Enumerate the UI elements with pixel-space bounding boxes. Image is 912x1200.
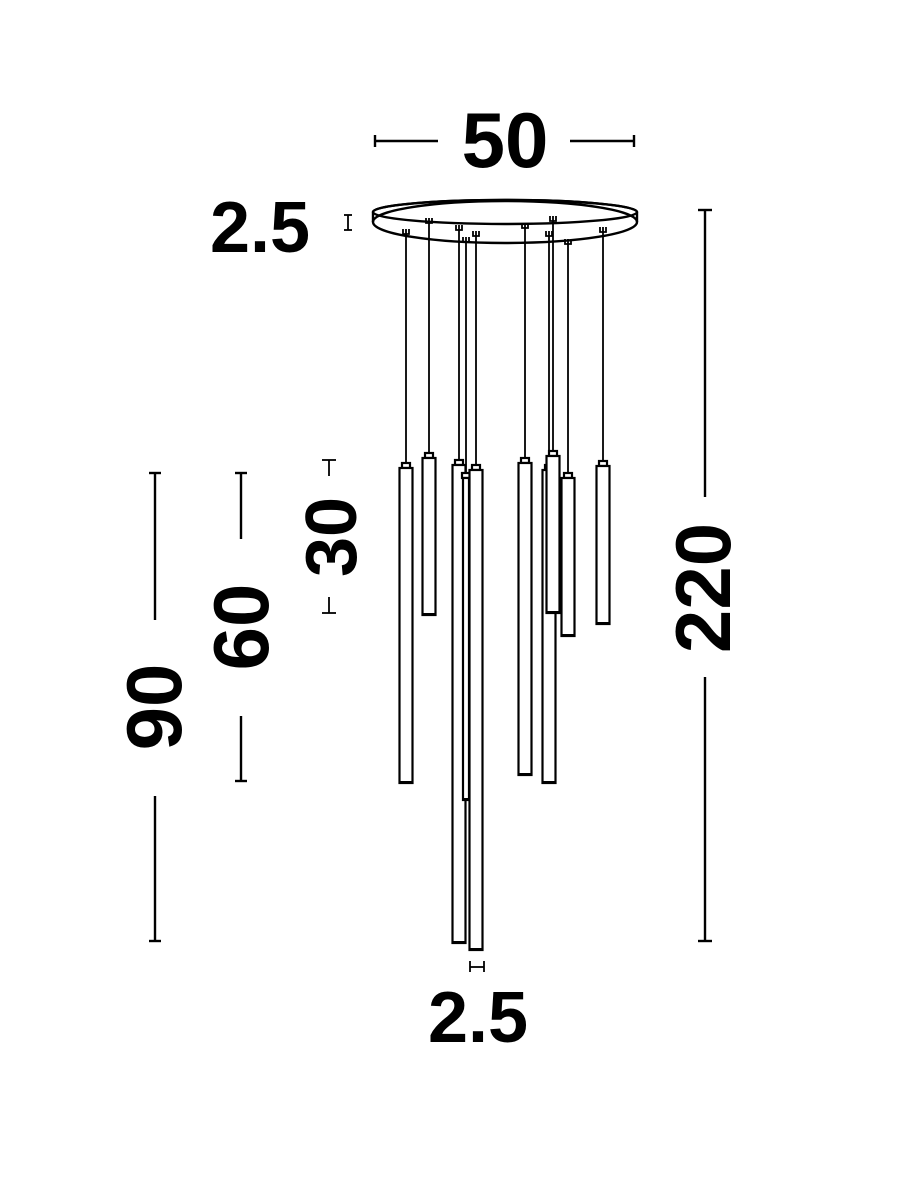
tube-end [452, 941, 466, 944]
tube-end [422, 613, 436, 616]
pendant-2 [421, 218, 437, 617]
pendant-1 [398, 229, 414, 785]
light-tube [560, 476, 576, 638]
light-tube [517, 461, 533, 777]
light-tube [595, 464, 611, 626]
light-tube [461, 476, 471, 802]
tube-diameter-dimension: 2.5 [428, 961, 528, 1058]
canopy-height-label: 2.5 [210, 188, 310, 268]
tube-end [469, 948, 483, 951]
mount-icon [564, 239, 572, 245]
tube-length-90-dimension: 90 [110, 471, 198, 943]
mount-icon [521, 223, 529, 229]
tube-length-30-dimension: 30 [292, 459, 372, 614]
mount-icon [545, 231, 553, 237]
mount-icon [402, 229, 410, 235]
pendant-6 [517, 223, 533, 777]
tube-length-30-label: 30 [292, 497, 372, 577]
tube-end [463, 798, 469, 801]
pendant-8 [545, 216, 561, 615]
pendant-10 [595, 227, 611, 626]
tube-end [596, 622, 610, 625]
tube-length-60-dimension: 60 [197, 471, 285, 783]
total-height-label: 220 [659, 523, 747, 653]
light-tube [421, 456, 437, 617]
total-height-dimension: 220 [659, 208, 747, 943]
pendant-5 [468, 231, 484, 952]
pendant-9 [560, 239, 576, 638]
pendant-group [398, 216, 611, 952]
tube-end [399, 781, 413, 784]
tube-end [546, 611, 560, 614]
tube-end [542, 781, 556, 784]
canopy-height-dimension: 2.5 [210, 188, 352, 268]
light-tube [545, 454, 561, 615]
tube-end [518, 773, 532, 776]
mount-icon [425, 218, 433, 224]
canopy [371, 198, 639, 245]
tube-end [561, 634, 575, 637]
light-tube [398, 466, 414, 785]
canopy-diameter-dimension: 50 [373, 96, 636, 184]
canopy-diameter-label: 50 [462, 96, 549, 184]
mount-icon [462, 237, 470, 243]
mount-icon [599, 227, 607, 233]
tube-diameter-label: 2.5 [428, 978, 528, 1058]
mount-icon [549, 216, 557, 222]
mount-icon [455, 225, 463, 231]
tube-length-90-label: 90 [110, 664, 198, 751]
tube-length-60-label: 60 [197, 584, 285, 671]
mount-icon [472, 231, 480, 237]
light-tube [468, 468, 484, 952]
